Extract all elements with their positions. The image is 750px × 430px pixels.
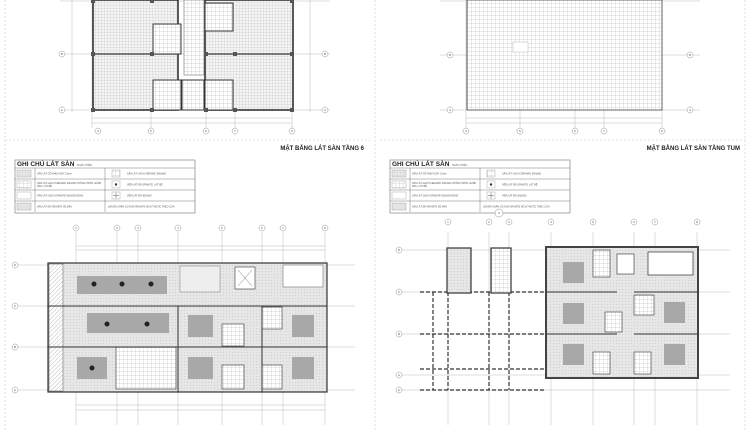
axis-label: A bbox=[449, 108, 451, 112]
axis-label: 1 bbox=[447, 220, 449, 224]
axis-label: 5 bbox=[519, 129, 521, 133]
axis-label: 7 bbox=[282, 226, 284, 230]
axis-label: 4 bbox=[97, 129, 99, 133]
legend-item-label: VIỀN LÁT ĐÁ 300x600 bbox=[127, 195, 152, 198]
legend-item-label: SÀN LÁT GẠCH CERAMIC 600x600 bbox=[127, 173, 167, 176]
legend-title: GHI CHÚ LÁT SÀN bbox=[17, 159, 75, 168]
dot-marker-icon bbox=[489, 183, 493, 186]
axis-label: A bbox=[324, 108, 326, 112]
axis-label: 5 bbox=[592, 220, 594, 224]
legend-swatch bbox=[391, 202, 407, 211]
floor-plan-roof-level: 4 5 6 7 8 B A B A bbox=[440, 0, 700, 135]
legend-swatch bbox=[486, 169, 496, 178]
legend-item-label: SÀN LÁT GẠCH CERAMIC 300x300 CHỐNG TRƠN,… bbox=[37, 182, 102, 188]
legend-swatch bbox=[391, 169, 407, 178]
axis-label: B bbox=[689, 53, 691, 57]
axis-label: 6 bbox=[205, 129, 207, 133]
axis-label: 7 bbox=[603, 129, 605, 133]
legend-swatch bbox=[16, 180, 32, 189]
axis-label: 8 bbox=[291, 129, 293, 133]
legend-item-label: SÀN LÁT GẠCH CERAMIC 300x300 CHỐNG TRƠN,… bbox=[412, 182, 477, 188]
axis-label: A bbox=[14, 388, 16, 392]
legend-swatch bbox=[111, 169, 121, 178]
legend-item-label: LEN ĐÁ CHÂN CỬA ĐÁ GRANITE KÍCH THƯỚC TH… bbox=[108, 206, 175, 209]
sheet-title: MẶT BẰNG LÁT SÀN TẦNG 6 bbox=[280, 144, 364, 152]
axis-label: 7 bbox=[654, 220, 656, 224]
legend-swatch bbox=[391, 191, 407, 200]
axis-label: B bbox=[324, 52, 326, 56]
axis-label: 1 bbox=[75, 226, 77, 230]
legend-swatch bbox=[16, 169, 32, 178]
legend-item-label: SÀN LÁT GỖ NHỰA DÀY 12mm bbox=[37, 173, 72, 176]
axis-label: 4 bbox=[550, 220, 552, 224]
axis-label: B bbox=[398, 332, 400, 336]
section-mark: 3 bbox=[498, 211, 500, 215]
floor-plan-bottom-right: 3 1 2 3 4 5 6 7 8 D C B A A' bbox=[395, 208, 730, 425]
legend-item-label: VIỀN LÁT ĐÁ GRANITE, LÁT BỆ bbox=[502, 184, 538, 187]
axis-label: 6 bbox=[633, 220, 635, 224]
axis-label: B bbox=[449, 53, 451, 57]
legend-item-label: SÀN LÁT GẠCH GRANITE 600x600 BÓNG bbox=[412, 195, 458, 198]
axis-label: A' bbox=[398, 388, 401, 392]
axis-label: A bbox=[61, 108, 63, 112]
grid-axis-labels bbox=[58, 50, 329, 135]
sheet-title: MẶT BẰNG LÁT SÀN TẦNG TUM bbox=[647, 144, 740, 152]
axis-label: C bbox=[14, 304, 17, 308]
legend-subtitle: HOÀN THIỆN bbox=[452, 164, 468, 167]
legend-item-label: LEN ĐÁ CHÂN CỬA ĐÁ GRANITE KÍCH THƯỚC TH… bbox=[483, 206, 550, 209]
axis-label: 2 bbox=[488, 220, 490, 224]
legend-item-label: SÀN LÁT GỖ NHỰA DÀY 12mm bbox=[412, 173, 447, 176]
axis-label: B bbox=[14, 345, 16, 349]
legend-item-label: VIỀN LÁT ĐÁ GRANITE, LÁT BỆ bbox=[127, 184, 163, 187]
axis-label: B bbox=[61, 52, 63, 56]
sheet-dividers bbox=[4, 0, 746, 430]
axis-label: 6 bbox=[574, 129, 576, 133]
axis-label: 2 bbox=[116, 226, 118, 230]
legend-item-label: SÀN LÁT ĐÁ GRANITE XẺ MÀU bbox=[37, 206, 72, 209]
axis-label: 5 bbox=[221, 226, 223, 230]
axis-label: 3 bbox=[137, 226, 139, 230]
legend-subtitle: HOÀN THIỆN bbox=[77, 164, 93, 167]
axis-label: 7 bbox=[234, 129, 236, 133]
axis-label: D bbox=[398, 248, 401, 252]
axis-label: C bbox=[398, 290, 401, 294]
legend-swatch bbox=[16, 202, 32, 211]
floor-plan-bottom-left: 1 2 3 4 5 6 7 8 D C B A bbox=[11, 224, 355, 425]
legend-item-label: SÀN LÁT ĐÁ GRANITE XẺ MÀU bbox=[412, 206, 447, 209]
dot-marker-icon bbox=[114, 183, 118, 186]
legend-title: GHI CHÚ LÁT SÀN bbox=[392, 159, 450, 168]
axis-label: D bbox=[14, 263, 17, 267]
legend-swatch bbox=[16, 191, 32, 200]
axis-label: 4 bbox=[465, 129, 467, 133]
plus-marker-icon bbox=[488, 192, 494, 199]
legend-item-label: SÀN LÁT GẠCH CERAMIC 600x600 bbox=[502, 173, 542, 176]
axis-label: A bbox=[689, 108, 691, 112]
axis-label: 4 bbox=[177, 226, 179, 230]
legend-item-label: VIỀN LÁT ĐÁ 300x600 bbox=[502, 195, 527, 198]
axis-label: 8 bbox=[696, 220, 698, 224]
axis-label: 6 bbox=[261, 226, 263, 230]
axis-label: 8 bbox=[661, 129, 663, 133]
plus-marker-icon bbox=[113, 192, 119, 199]
legend-swatch bbox=[391, 180, 407, 189]
floor-plan-level-6: 4 5 6 7 8 B A B A bbox=[58, 0, 330, 135]
axis-label: 5 bbox=[150, 129, 152, 133]
axis-label: 3 bbox=[508, 220, 510, 224]
legend-item-label: SÀN LÁT GẠCH GRANITE 600x600 BÓNG bbox=[37, 195, 83, 198]
axis-label: A bbox=[398, 373, 400, 377]
axis-label: 8 bbox=[324, 226, 326, 230]
